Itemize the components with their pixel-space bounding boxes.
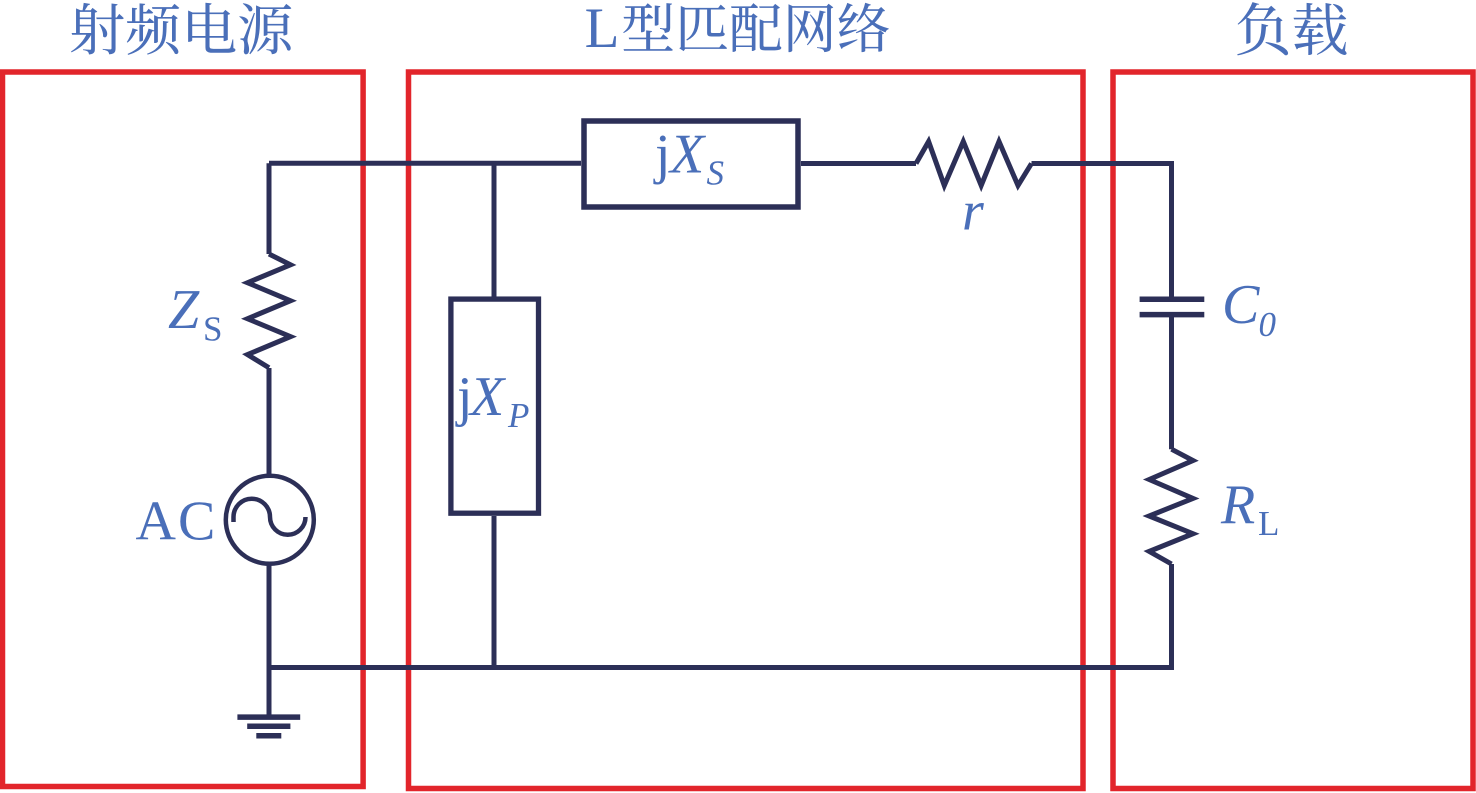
svg-text:L: L bbox=[1258, 504, 1279, 543]
svg-text:L: L bbox=[585, 0, 620, 60]
svg-text:X: X bbox=[668, 124, 707, 186]
svg-text:Z: Z bbox=[168, 279, 200, 341]
svg-text:r: r bbox=[962, 181, 984, 243]
svg-text:R: R bbox=[1220, 474, 1255, 536]
svg-text:j: j bbox=[455, 366, 473, 428]
svg-text:AC: AC bbox=[136, 491, 218, 553]
svg-text:P: P bbox=[507, 396, 529, 435]
svg-text:C: C bbox=[1222, 274, 1260, 336]
svg-text:S: S bbox=[203, 310, 222, 349]
svg-text:0: 0 bbox=[1259, 305, 1277, 344]
svg-text:X: X bbox=[468, 366, 507, 428]
svg-text:S: S bbox=[707, 154, 725, 193]
svg-text:j: j bbox=[653, 124, 671, 186]
